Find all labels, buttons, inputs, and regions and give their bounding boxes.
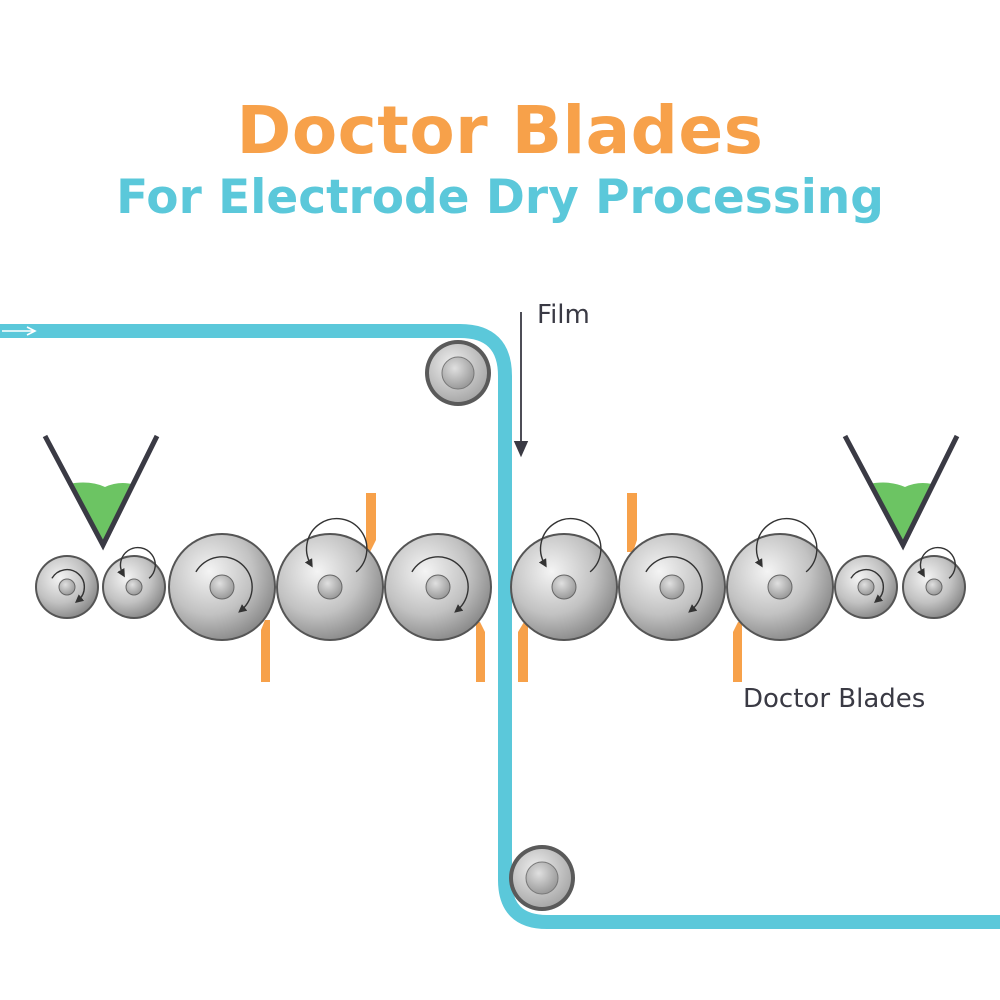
rotation-arrow [754, 517, 818, 573]
film-path [0, 324, 1000, 929]
rotation-arrow [117, 546, 156, 579]
calender-roll [618, 533, 726, 641]
calender-roll [35, 555, 99, 619]
calender-roll [902, 546, 966, 619]
doctor-blade [476, 622, 485, 682]
rotation-arrow [195, 556, 253, 613]
doctor-blade [518, 622, 528, 682]
doctor-blade [627, 493, 637, 552]
doctor-blade [261, 620, 270, 682]
calender-roll [834, 555, 898, 619]
guide-roller-top [425, 340, 491, 406]
guide-roller-bottom [509, 845, 575, 911]
rotation-arrow [411, 556, 469, 613]
rotation-arrow [850, 568, 884, 604]
powder-hopper-left [42, 434, 160, 551]
film-label: Film [537, 300, 590, 330]
calender-roll [168, 533, 276, 641]
calender-roll [510, 517, 618, 641]
rotation-arrow [51, 568, 85, 604]
calender-roll [384, 533, 492, 641]
rotation-arrow [538, 517, 602, 573]
rotation-arrow [917, 546, 956, 579]
doctor-blades [261, 493, 742, 682]
calender-roll [276, 517, 384, 641]
doctor-blade [366, 493, 376, 552]
title: Doctor Blades [236, 92, 764, 169]
calender-roll [102, 546, 166, 619]
calender-rolls [35, 517, 966, 641]
calender-roll [726, 517, 834, 641]
subtitle: For Electrode Dry Processing [116, 170, 884, 225]
rotation-arrow [304, 517, 368, 573]
doctor-blades-label: Doctor Blades [743, 684, 926, 714]
doctor-blade [733, 622, 742, 682]
rotation-arrow [645, 556, 703, 613]
film-entry-arrow [2, 326, 37, 336]
powder-hopper-right [842, 434, 960, 551]
